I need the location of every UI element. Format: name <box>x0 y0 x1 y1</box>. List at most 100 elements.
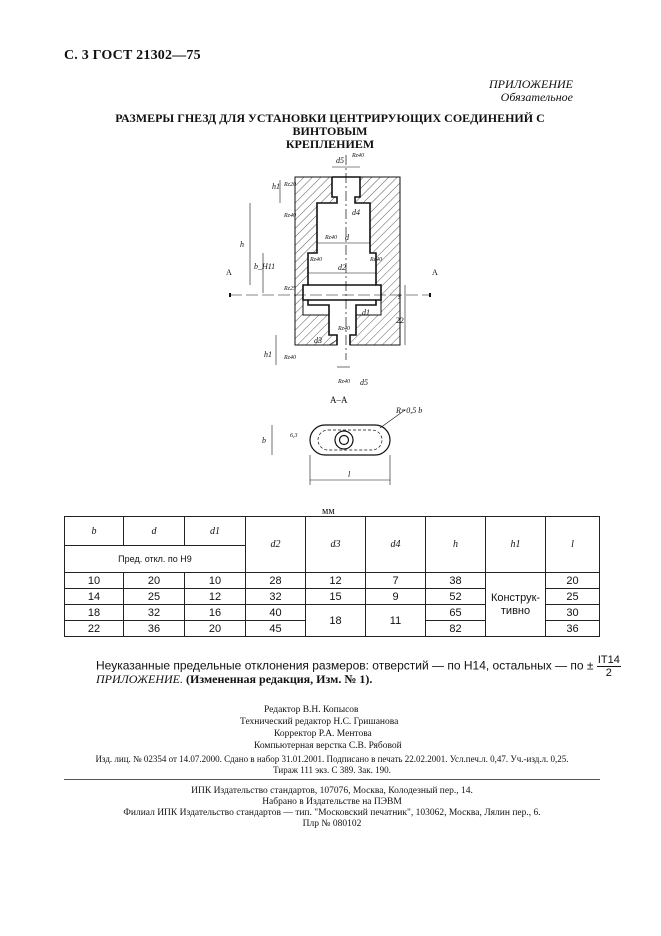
cell: 38 <box>425 572 486 589</box>
cell: 36 <box>123 620 185 637</box>
cell: 65 <box>425 604 486 621</box>
cell: 9 <box>365 588 426 605</box>
label-h1-bot: h1 <box>264 350 272 359</box>
fraction-denominator: 2 <box>605 667 612 679</box>
cell: 11 <box>365 604 426 637</box>
label-rz40-a: Rz40 <box>309 256 322 263</box>
cell-h1-merged: Конструк-тивно <box>485 572 546 637</box>
label-section: А–А <box>330 395 348 405</box>
printinfo-line-4: Плр № 080102 <box>302 819 362 829</box>
label-b: b <box>262 436 266 445</box>
printinfo-line-3: Филиал ИПК Издательство стандартов — тип… <box>123 808 541 818</box>
fraction: IT14 2 <box>596 654 621 679</box>
printinfo-line-2: Набрано в Издательстве на ПЭВМ <box>262 797 402 807</box>
appendix-title: ПРИЛОЖЕНИЕ <box>489 77 573 91</box>
table-unit: мм <box>322 506 335 517</box>
label-d1: d1 <box>362 308 370 317</box>
label-rz40-bot: Rz40 <box>283 354 296 361</box>
tolerance-note-text: Неуказанные предельные отклонения размер… <box>96 654 621 679</box>
label-d5-bot: d5 <box>360 378 368 387</box>
tolerance-note: Пред. откл. по Н9 <box>64 545 246 573</box>
technical-drawing: d5 Rz40 h1 Rz20 Rz40 d4 Rz40 d h b_H11 R… <box>226 152 438 485</box>
pubinfo-line-1: Изд. лиц. № 02354 от 14.07.2000. Сдано в… <box>95 754 569 764</box>
cell: 25 <box>123 588 185 605</box>
label-s: s <box>398 292 401 301</box>
appendix-status: Обязательное <box>500 90 573 104</box>
cell: 18 <box>64 604 124 621</box>
label-r05b: R=0,5 b <box>395 406 422 415</box>
edit-note: ПРИЛОЖЕНИЕ. (Измененная редакция, Изм. №… <box>96 672 372 687</box>
title-line-2: КРЕПЛЕНИЕМ <box>285 137 375 151</box>
cell: 12 <box>184 588 246 605</box>
label-d3: d3 <box>314 336 322 345</box>
edit-note-bold: (Измененная редакция, Изм. № 1). <box>185 672 373 686</box>
document-title: РАЗМЕРЫ ГНЕЗД ДЛЯ УСТАНОВКИ ЦЕНТРИРУЮЩИХ… <box>80 112 580 151</box>
appendix-label: ПРИЛОЖЕНИЕ Обязательное <box>489 78 573 104</box>
col-d3: d3 <box>305 516 366 573</box>
cell: 10 <box>64 572 124 589</box>
cell: 20 <box>545 572 600 589</box>
section-view <box>271 409 406 485</box>
label-rz40-c: Rz40 <box>337 325 350 332</box>
col-d4: d4 <box>365 516 426 573</box>
table-row: 10 20 10 28 12 7 38 Конструк-тивно 20 <box>64 572 600 637</box>
table-header-row: b d d1 d2 d3 d4 h h1 l <box>64 516 600 573</box>
credit-editor: Редактор В.Н. Копысов <box>264 705 359 715</box>
cell: 16 <box>184 604 246 621</box>
cell: 12 <box>305 572 366 589</box>
col-d: d <box>123 516 185 546</box>
col-l: l <box>545 516 600 573</box>
pubinfo-line-2: Тираж 111 экз. С 389. Зак. 190. <box>273 765 391 775</box>
title-line-1: РАЗМЕРЫ ГНЕЗД ДЛЯ УСТАНОВКИ ЦЕНТРИРУЮЩИХ… <box>115 111 545 138</box>
publication-info: Изд. лиц. № 02354 от 14.07.2000. Сдано в… <box>64 754 600 776</box>
credit-layout: Компьютерная верстка С.В. Рябовой <box>254 741 402 751</box>
cell: 32 <box>245 588 306 605</box>
fraction-numerator: IT14 <box>596 654 621 667</box>
cell: 82 <box>425 620 486 637</box>
col-d1: d1 <box>184 516 246 546</box>
cell: 45 <box>245 620 306 637</box>
label-l: l <box>348 470 351 479</box>
cell: 7 <box>365 572 426 589</box>
credits-block: Редактор В.Н. Копысов Технический редакт… <box>240 704 402 752</box>
divider <box>64 779 600 780</box>
cell: 40 <box>245 604 306 621</box>
cell: 18 <box>305 604 366 637</box>
label-a-left: A <box>226 268 232 277</box>
label-rz40-left: Rz40 <box>283 212 296 219</box>
cell: 10 <box>184 572 246 589</box>
printer-info: ИПК Издательство стандартов, 107076, Мос… <box>64 786 600 830</box>
credit-tech-editor: Технический редактор Н.С. Гришанова <box>240 717 399 727</box>
printinfo-line-1: ИПК Издательство стандартов, 107076, Мос… <box>191 786 473 796</box>
cell: 32 <box>123 604 185 621</box>
label-rz25: Rz25 <box>283 286 296 292</box>
label-h1-top: h1 <box>272 182 280 191</box>
edit-note-italic: ПРИЛОЖЕНИЕ. <box>96 672 183 686</box>
label-rz20: Rz20 <box>283 182 296 188</box>
label-d5-top: d5 <box>336 156 344 165</box>
label-d4: d4 <box>352 208 360 217</box>
label-a-right: A <box>432 268 438 277</box>
col-h1: h1 <box>485 516 546 573</box>
cell: 14 <box>64 588 124 605</box>
cell: 20 <box>184 620 246 637</box>
cell: 28 <box>245 572 306 589</box>
tolerance-text: Неуказанные предельные отклонения размер… <box>96 658 594 673</box>
h1-text: Конструк-тивно <box>490 591 541 617</box>
cell: 15 <box>305 588 366 605</box>
cell: 20 <box>123 572 185 589</box>
label-rz40-top: Rz40 <box>351 152 364 159</box>
cell: 22 <box>64 620 124 637</box>
label-b-h11: b_H11 <box>254 262 275 271</box>
label-dim22: 22 <box>396 316 404 325</box>
table-row: 22 36 20 45 82 36 <box>64 620 600 637</box>
dimensions-table: b d d1 d2 d3 d4 h h1 l Пред. откл. по Н9… <box>64 516 600 637</box>
label-h: h <box>240 240 244 249</box>
cross-section <box>229 155 431 368</box>
label-r63: 6,3 <box>290 433 298 439</box>
col-h: h <box>425 516 486 573</box>
col-d2: d2 <box>245 516 306 573</box>
label-rz40-mid: Rz40 <box>324 234 337 241</box>
label-rz40-d: Rz40 <box>337 378 350 385</box>
cell: 36 <box>545 620 600 637</box>
